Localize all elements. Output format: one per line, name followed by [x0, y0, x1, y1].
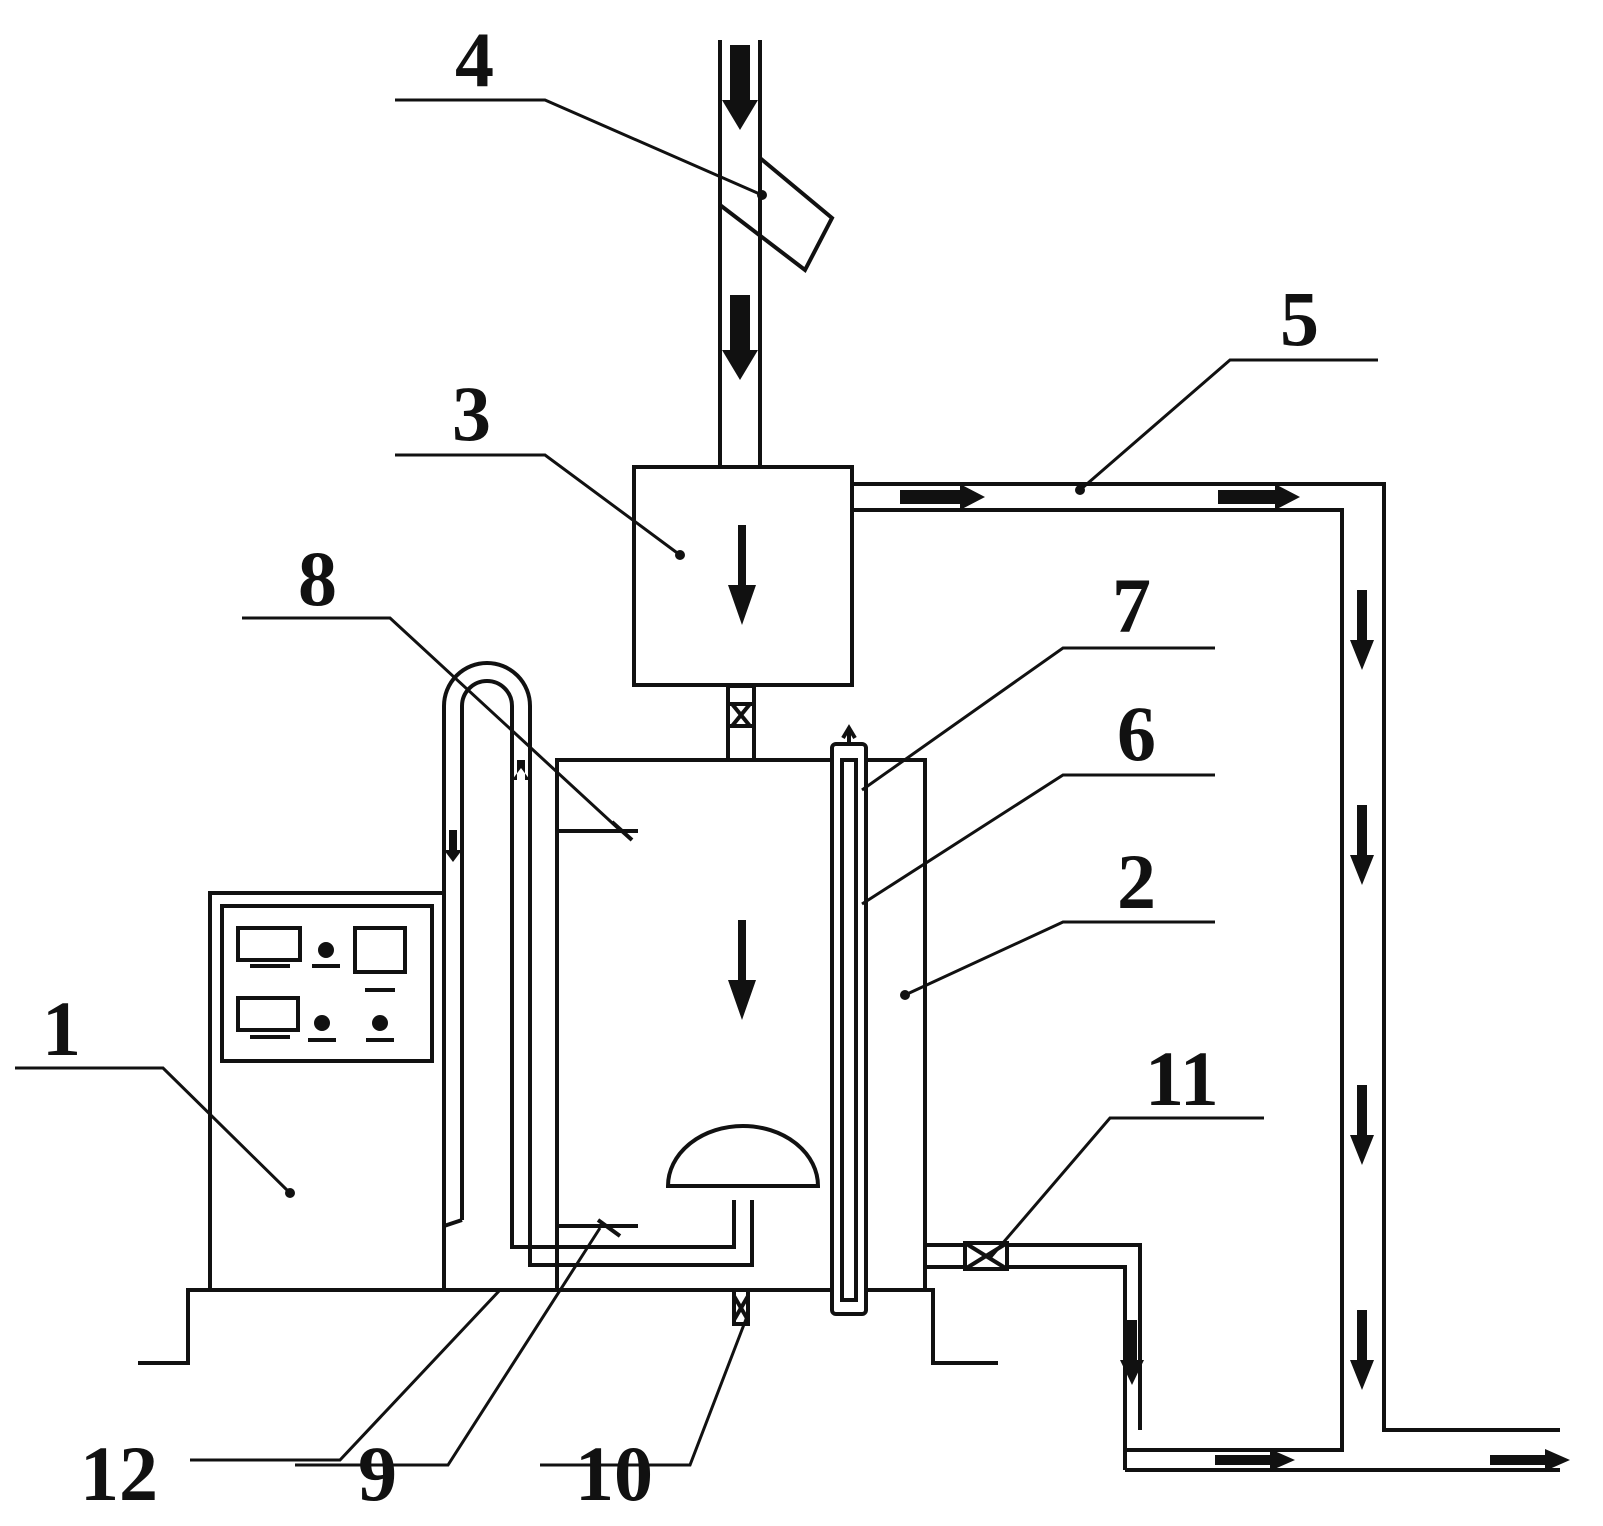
drain-valve [732, 1288, 750, 1326]
heating-tube [830, 724, 868, 1316]
label-3: 3 [452, 370, 491, 457]
label-1: 1 [42, 985, 81, 1072]
inlet-pipe [718, 40, 762, 467]
label-5: 5 [1280, 275, 1319, 362]
dome-diffuser [665, 1124, 821, 1188]
top-valve [726, 684, 756, 762]
label-7: 7 [1112, 562, 1151, 649]
label-12: 12 [80, 1430, 158, 1517]
flow-arrows [444, 45, 1570, 1471]
label-2: 2 [1117, 838, 1156, 925]
leader-lines [15, 98, 1378, 1467]
u-tube [442, 661, 754, 1267]
label-11: 11 [1145, 1035, 1219, 1122]
main-chamber [555, 758, 927, 1292]
control-cabinet [208, 891, 446, 1292]
branch-pipe [718, 156, 835, 274]
leader-dots [285, 190, 1085, 1198]
label-6: 6 [1117, 690, 1156, 777]
label-10: 10 [575, 1430, 653, 1517]
outlet-pipe [925, 1241, 1560, 1472]
label-8: 8 [298, 535, 337, 622]
label-9: 9 [358, 1430, 397, 1517]
label-4: 4 [455, 16, 494, 103]
base-platform [138, 1288, 998, 1365]
bypass-pipe [852, 482, 1560, 1452]
reference-numerals: 4 5 3 8 7 6 2 1 11 12 9 10 [42, 16, 1319, 1517]
